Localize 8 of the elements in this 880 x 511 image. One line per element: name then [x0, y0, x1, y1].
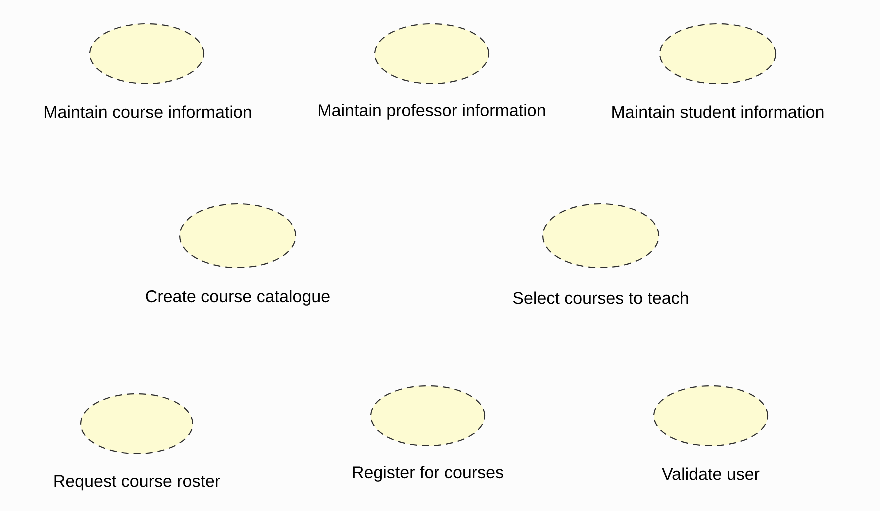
- use-case-label: Register for courses: [353, 466, 504, 482]
- use-case-label: Maintain student information: [612, 106, 824, 118]
- use-case-label: Request course roster: [54, 475, 220, 491]
- use-case-label: Maintain course information: [44, 106, 252, 118]
- use-case-label: Create course catalogue: [146, 290, 330, 306]
- use-case-label: Maintain professor information: [319, 104, 546, 120]
- use-case-label: Select courses to teach: [513, 292, 688, 304]
- use-case-label: Validate user: [662, 468, 760, 480]
